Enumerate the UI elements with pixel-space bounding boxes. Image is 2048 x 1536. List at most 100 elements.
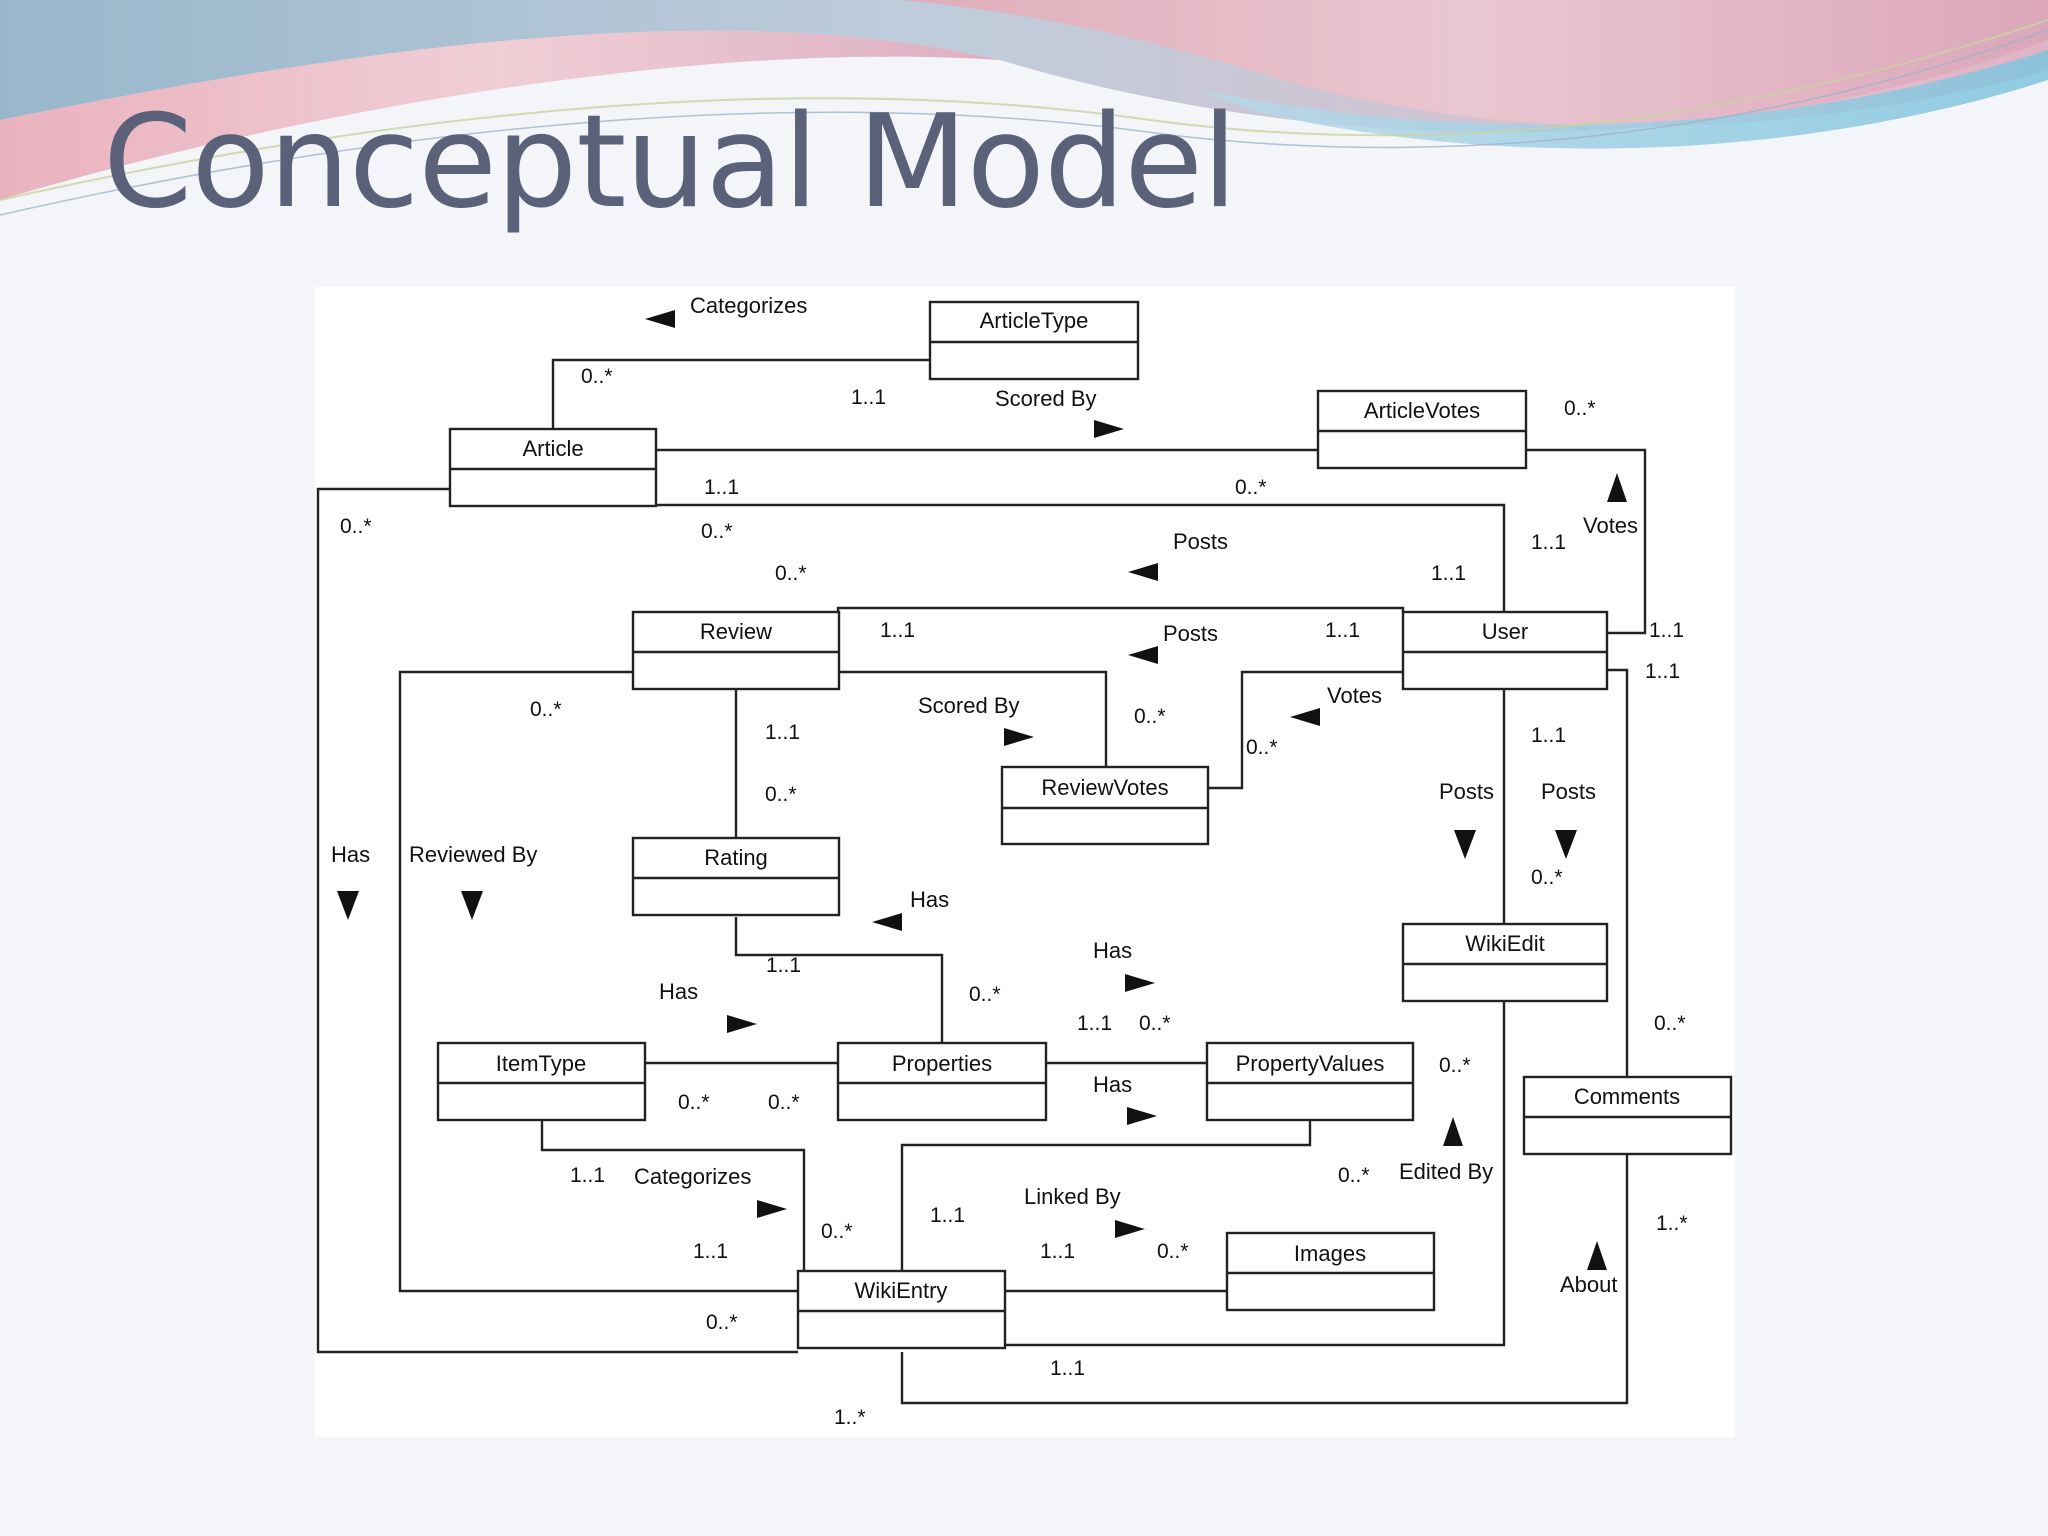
- multiplicity: 1..1: [1431, 562, 1466, 585]
- multiplicity: 0..*: [1338, 1164, 1370, 1187]
- multiplicity: 1..1: [1040, 1240, 1075, 1263]
- entity-name: Comments: [1574, 1084, 1680, 1109]
- relationship-name: Posts: [1439, 779, 1494, 804]
- multiplicity: 0..*: [1246, 736, 1278, 759]
- entity-wiki-edit: [1401, 922, 1609, 1003]
- relationship-name: Has: [659, 979, 698, 1004]
- arrow-down-icon: [1454, 830, 1476, 859]
- multiplicity: 0..*: [1439, 1054, 1471, 1077]
- arrow-left-icon: [645, 310, 675, 328]
- arrow-left-icon: [1128, 563, 1158, 581]
- multiplicity: 0..*: [701, 520, 733, 543]
- arrow-right-icon: [727, 1015, 757, 1033]
- multiplicity: 0..*: [768, 1091, 800, 1114]
- relationship-name: Scored By: [918, 693, 1020, 718]
- entity-name: Images: [1294, 1241, 1366, 1266]
- multiplicity: 1..1: [1050, 1357, 1085, 1380]
- multiplicity: 0..*: [530, 698, 562, 721]
- relationship-name: Has: [331, 842, 370, 867]
- relationship-name: Votes: [1327, 683, 1382, 708]
- multiplicity: 1..1: [1325, 619, 1360, 642]
- multiplicity: 0..*: [765, 783, 797, 806]
- entity-comments: [1522, 1075, 1733, 1156]
- relationship-name: Reviewed By: [409, 842, 537, 867]
- entity-article-votes: [1316, 389, 1528, 470]
- multiplicity: 0..*: [1134, 705, 1166, 728]
- multiplicity: 0..*: [775, 562, 807, 585]
- relationship-name: Has: [1093, 938, 1132, 963]
- arrow-left-icon: [1290, 708, 1320, 726]
- multiplicity: 0..*: [1654, 1012, 1686, 1035]
- arrow-down-icon: [1555, 830, 1577, 859]
- multiplicity: 1..1: [704, 476, 739, 499]
- entity-labels: ArticleType Article ArticleVotes Review …: [496, 308, 1680, 1303]
- arrow-up-icon: [1607, 473, 1627, 502]
- entity-name: PropertyValues: [1236, 1051, 1385, 1076]
- relationship-name: Categorizes: [634, 1164, 751, 1189]
- entity-properties: [836, 1041, 1048, 1122]
- relationship-name: Has: [1093, 1072, 1132, 1097]
- multiplicity: 1..1: [1645, 660, 1680, 683]
- header-decoration: [0, 0, 2048, 216]
- arrow-right-icon: [1125, 974, 1155, 992]
- arrow-right-icon: [757, 1200, 787, 1218]
- arrow-right-icon: [1115, 1220, 1145, 1238]
- entity-name: Review: [700, 619, 772, 644]
- relationship-name: Posts: [1541, 779, 1596, 804]
- relationship-name: Posts: [1163, 621, 1218, 646]
- entity-name: Properties: [892, 1051, 992, 1076]
- multiplicity: 1..1: [1077, 1012, 1112, 1035]
- multiplicity: 1..1: [1531, 724, 1566, 747]
- multiplicity: 0..*: [1139, 1012, 1171, 1035]
- relationship-name: Categorizes: [690, 293, 807, 318]
- entity-review: [631, 610, 841, 691]
- entity-name: WikiEntry: [855, 1278, 948, 1303]
- entity-name: User: [1482, 619, 1528, 644]
- relationship-name: Scored By: [995, 386, 1097, 411]
- entity-name: WikiEdit: [1465, 931, 1544, 956]
- entity-rating: [631, 836, 841, 917]
- relationship-name: About: [1560, 1272, 1618, 1297]
- multiplicity: 1..1: [1531, 531, 1566, 554]
- multiplicity-labels: 0..* 1..1 0..* 0..* 1..1 0..* 0..* 0..* …: [340, 365, 1688, 1429]
- entity-name: ArticleType: [980, 308, 1089, 333]
- multiplicity: 1..1: [880, 619, 915, 642]
- arrow-down-icon: [337, 891, 359, 920]
- entity-article-type: [928, 300, 1140, 381]
- arrow-right-icon: [1004, 728, 1034, 746]
- multiplicity: 0..*: [706, 1311, 738, 1334]
- entity-user: [1401, 610, 1609, 691]
- multiplicity: 0..*: [678, 1091, 710, 1114]
- arrow-left-icon: [872, 913, 902, 931]
- multiplicity: 1..1: [693, 1240, 728, 1263]
- entity-name: Rating: [704, 845, 768, 870]
- multiplicity: 0..*: [1564, 397, 1596, 420]
- relationship-name: Posts: [1173, 529, 1228, 554]
- multiplicity: 1..*: [1656, 1212, 1688, 1235]
- relationship-name: Edited By: [1399, 1159, 1493, 1184]
- arrow-right-icon: [1094, 420, 1124, 438]
- multiplicity: 1..1: [765, 721, 800, 744]
- entity-wiki-entry: [796, 1269, 1007, 1350]
- multiplicity: 1..*: [834, 1406, 866, 1429]
- entity-article: [448, 427, 658, 508]
- multiplicity: 0..*: [969, 983, 1001, 1006]
- multiplicity: 1..1: [570, 1164, 605, 1187]
- arrow-down-icon: [461, 891, 483, 920]
- multiplicity: 1..1: [1649, 619, 1684, 642]
- entity-review-votes: [1000, 765, 1210, 846]
- entity-item-type: [436, 1041, 647, 1122]
- multiplicity: 0..*: [340, 515, 372, 538]
- relationship-name: Linked By: [1024, 1184, 1121, 1209]
- entity-name: ReviewVotes: [1041, 775, 1168, 800]
- arrow-up-icon: [1443, 1117, 1463, 1146]
- multiplicity: 1..1: [851, 386, 886, 409]
- entity-property-values: [1205, 1041, 1415, 1122]
- multiplicity: 0..*: [1235, 476, 1267, 499]
- multiplicity: 0..*: [1157, 1240, 1189, 1263]
- relationship-labels: Categorizes Scored By Votes Posts Posts …: [331, 293, 1638, 1297]
- arrow-left-icon: [1128, 646, 1158, 664]
- relationship-name: Has: [910, 887, 949, 912]
